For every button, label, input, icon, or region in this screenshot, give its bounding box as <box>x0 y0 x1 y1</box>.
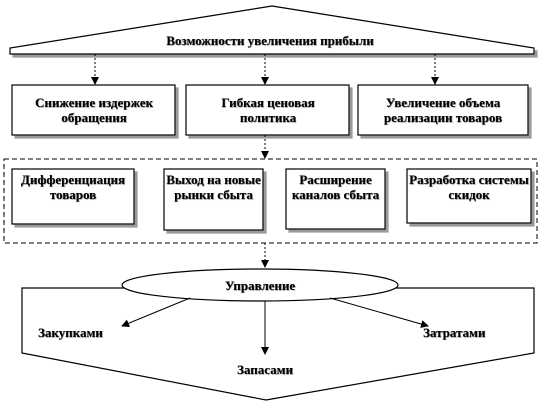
label-management: Управление <box>224 278 296 293</box>
management-ellipse <box>121 268 399 302</box>
label-differentiation: Дифференциация товаров <box>20 172 126 202</box>
label-stocks: Запасами <box>237 362 293 377</box>
box-discounts <box>406 168 532 224</box>
label-new-markets: Выход на новые рынки сбыта <box>166 172 261 202</box>
management-triangle <box>21 287 535 401</box>
arrow-to-purchases <box>121 297 191 328</box>
title-shape <box>9 5 535 55</box>
label-cost-reduction: Снижение издержек обращения <box>35 95 153 125</box>
label-flexible-pricing: Гибкая ценовая политика <box>221 95 315 125</box>
label-purchases: Закупками <box>38 325 103 340</box>
box-cost-reduction <box>11 84 176 136</box>
box-differentiation <box>11 168 135 225</box>
label-sales-volume: Увеличение объема реализации товаров <box>383 95 503 125</box>
box-new-markets <box>163 168 264 231</box>
box-channels <box>285 168 386 230</box>
label-channels: Расширение каналов сбыта <box>291 172 380 202</box>
label-expenses: Затратами <box>423 325 486 340</box>
label-discounts: Разработка системы скидок <box>409 172 529 202</box>
diagram-title: Возможности увеличения прибыли <box>166 33 374 48</box>
arrow-to-costs <box>329 297 429 328</box>
box-sales-volume <box>357 84 529 136</box>
box-flexible-pricing <box>185 84 350 136</box>
methods-group <box>3 158 538 244</box>
